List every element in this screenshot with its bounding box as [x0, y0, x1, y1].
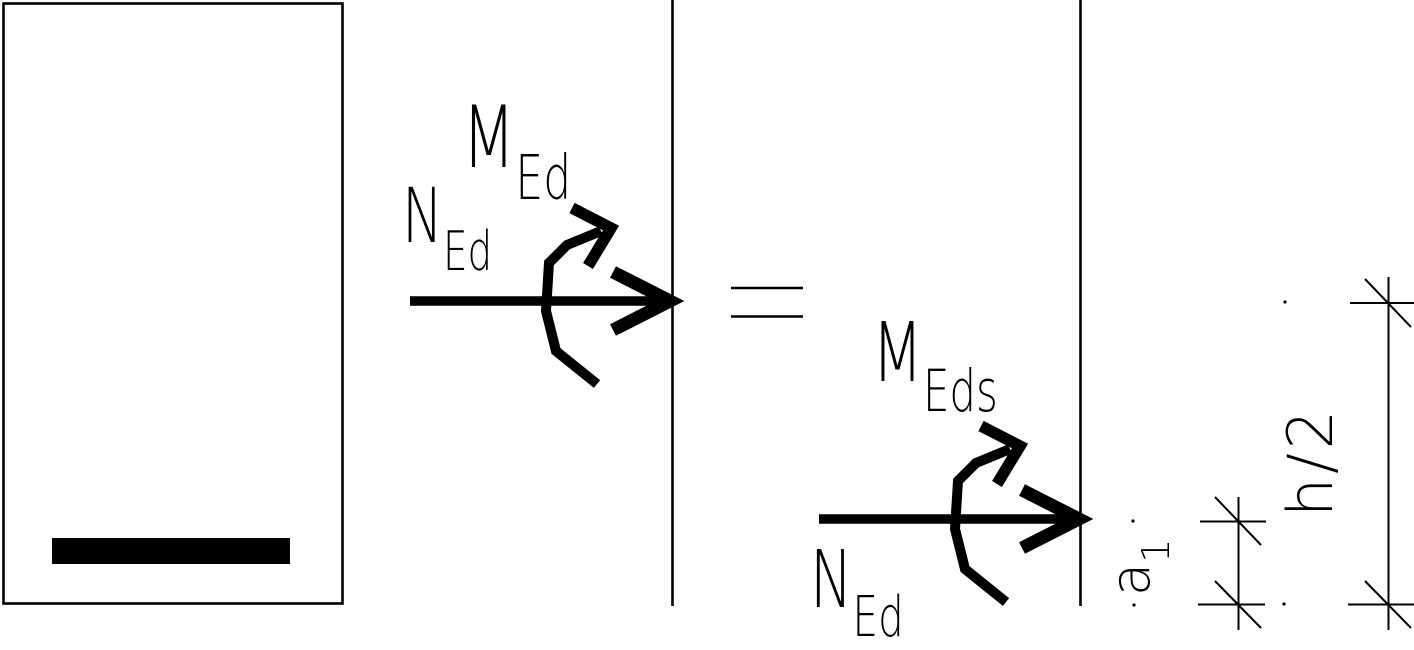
dimension-line-h2 [1348, 277, 1414, 630]
dimension-line-a1 [1198, 496, 1266, 630]
right-axial-force-arrow-icon [819, 484, 1094, 554]
left-moment-label-sub: Ed [515, 142, 572, 214]
dimension-tick-icon [1200, 496, 1266, 546]
dimension-a1-label: a1 [1099, 539, 1179, 596]
left-axial-label: NEd [402, 178, 492, 279]
reinforcement-bar-icon [52, 538, 290, 564]
dimension-h2-label: h/2 [1274, 406, 1347, 517]
equals-sign [731, 286, 803, 318]
cross-section-outline [2, 2, 344, 605]
left-moment-arrow-icon [540, 202, 620, 388]
diagram-canvas [2, 0, 1414, 630]
left-axial-label-sub: Ed [442, 220, 493, 284]
dimension-tick-icon [1198, 580, 1265, 629]
right-axial-label-base: N [810, 534, 853, 626]
right-moment-label-sub: Eds [922, 357, 998, 426]
right-moment-label-base: M [872, 306, 923, 401]
right-axial-label: NEd [810, 541, 904, 646]
left-moment-label: MEd [462, 95, 571, 209]
dimension-tick-icon [1350, 278, 1414, 328]
dimension-tick-icon [1348, 580, 1414, 629]
right-axial-label-sub: Ed [852, 585, 904, 650]
left-axial-label-base: N [402, 171, 443, 260]
dimension-a1-label-sub: 1 [1134, 538, 1180, 563]
right-moment-label: MEds [872, 313, 998, 421]
left-moment-label-base: M [462, 88, 516, 188]
right-moment-arrow-icon [949, 420, 1029, 606]
dimension-a1-label-base: a [1099, 562, 1162, 596]
left-axial-force-arrow-icon [410, 266, 685, 336]
extension-line-dots [1131, 300, 1287, 607]
